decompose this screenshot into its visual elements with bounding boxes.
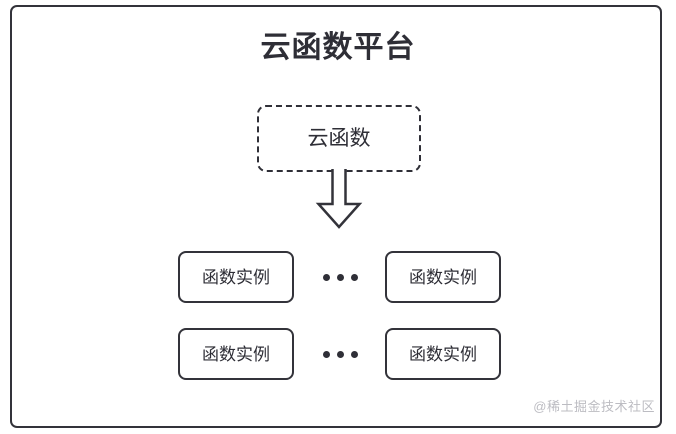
ellipsis-dot (350, 273, 358, 281)
down-arrow-icon (310, 168, 368, 230)
cloud-function-node: 云函数 (257, 105, 421, 172)
function-instance-label: 函数实例 (409, 344, 477, 364)
function-instance-label: 函数实例 (202, 267, 270, 287)
ellipsis-dot (336, 350, 344, 358)
ellipsis-dot (322, 273, 330, 281)
function-instance-box[interactable]: 函数实例 (385, 251, 501, 303)
ellipsis-dot (322, 350, 330, 358)
function-instance-box[interactable]: 函数实例 (178, 251, 294, 303)
page-title: 云函数平台 (260, 31, 416, 64)
function-instance-row-2: 函数实例 函数实例 (0, 328, 676, 380)
ellipsis-icon (312, 328, 368, 380)
function-instance-box[interactable]: 函数实例 (178, 328, 294, 380)
ellipsis-dot (350, 350, 358, 358)
cloud-function-node-label: 云函数 (307, 127, 371, 150)
ellipsis-icon (312, 251, 368, 303)
function-instance-label: 函数实例 (202, 344, 270, 364)
watermark-text: @稀土掘金技术社区 (533, 399, 655, 414)
function-instance-row-1: 函数实例 函数实例 (0, 251, 676, 303)
ellipsis-dot (336, 273, 344, 281)
function-instance-box[interactable]: 函数实例 (385, 328, 501, 380)
function-instance-label: 函数实例 (409, 267, 477, 287)
